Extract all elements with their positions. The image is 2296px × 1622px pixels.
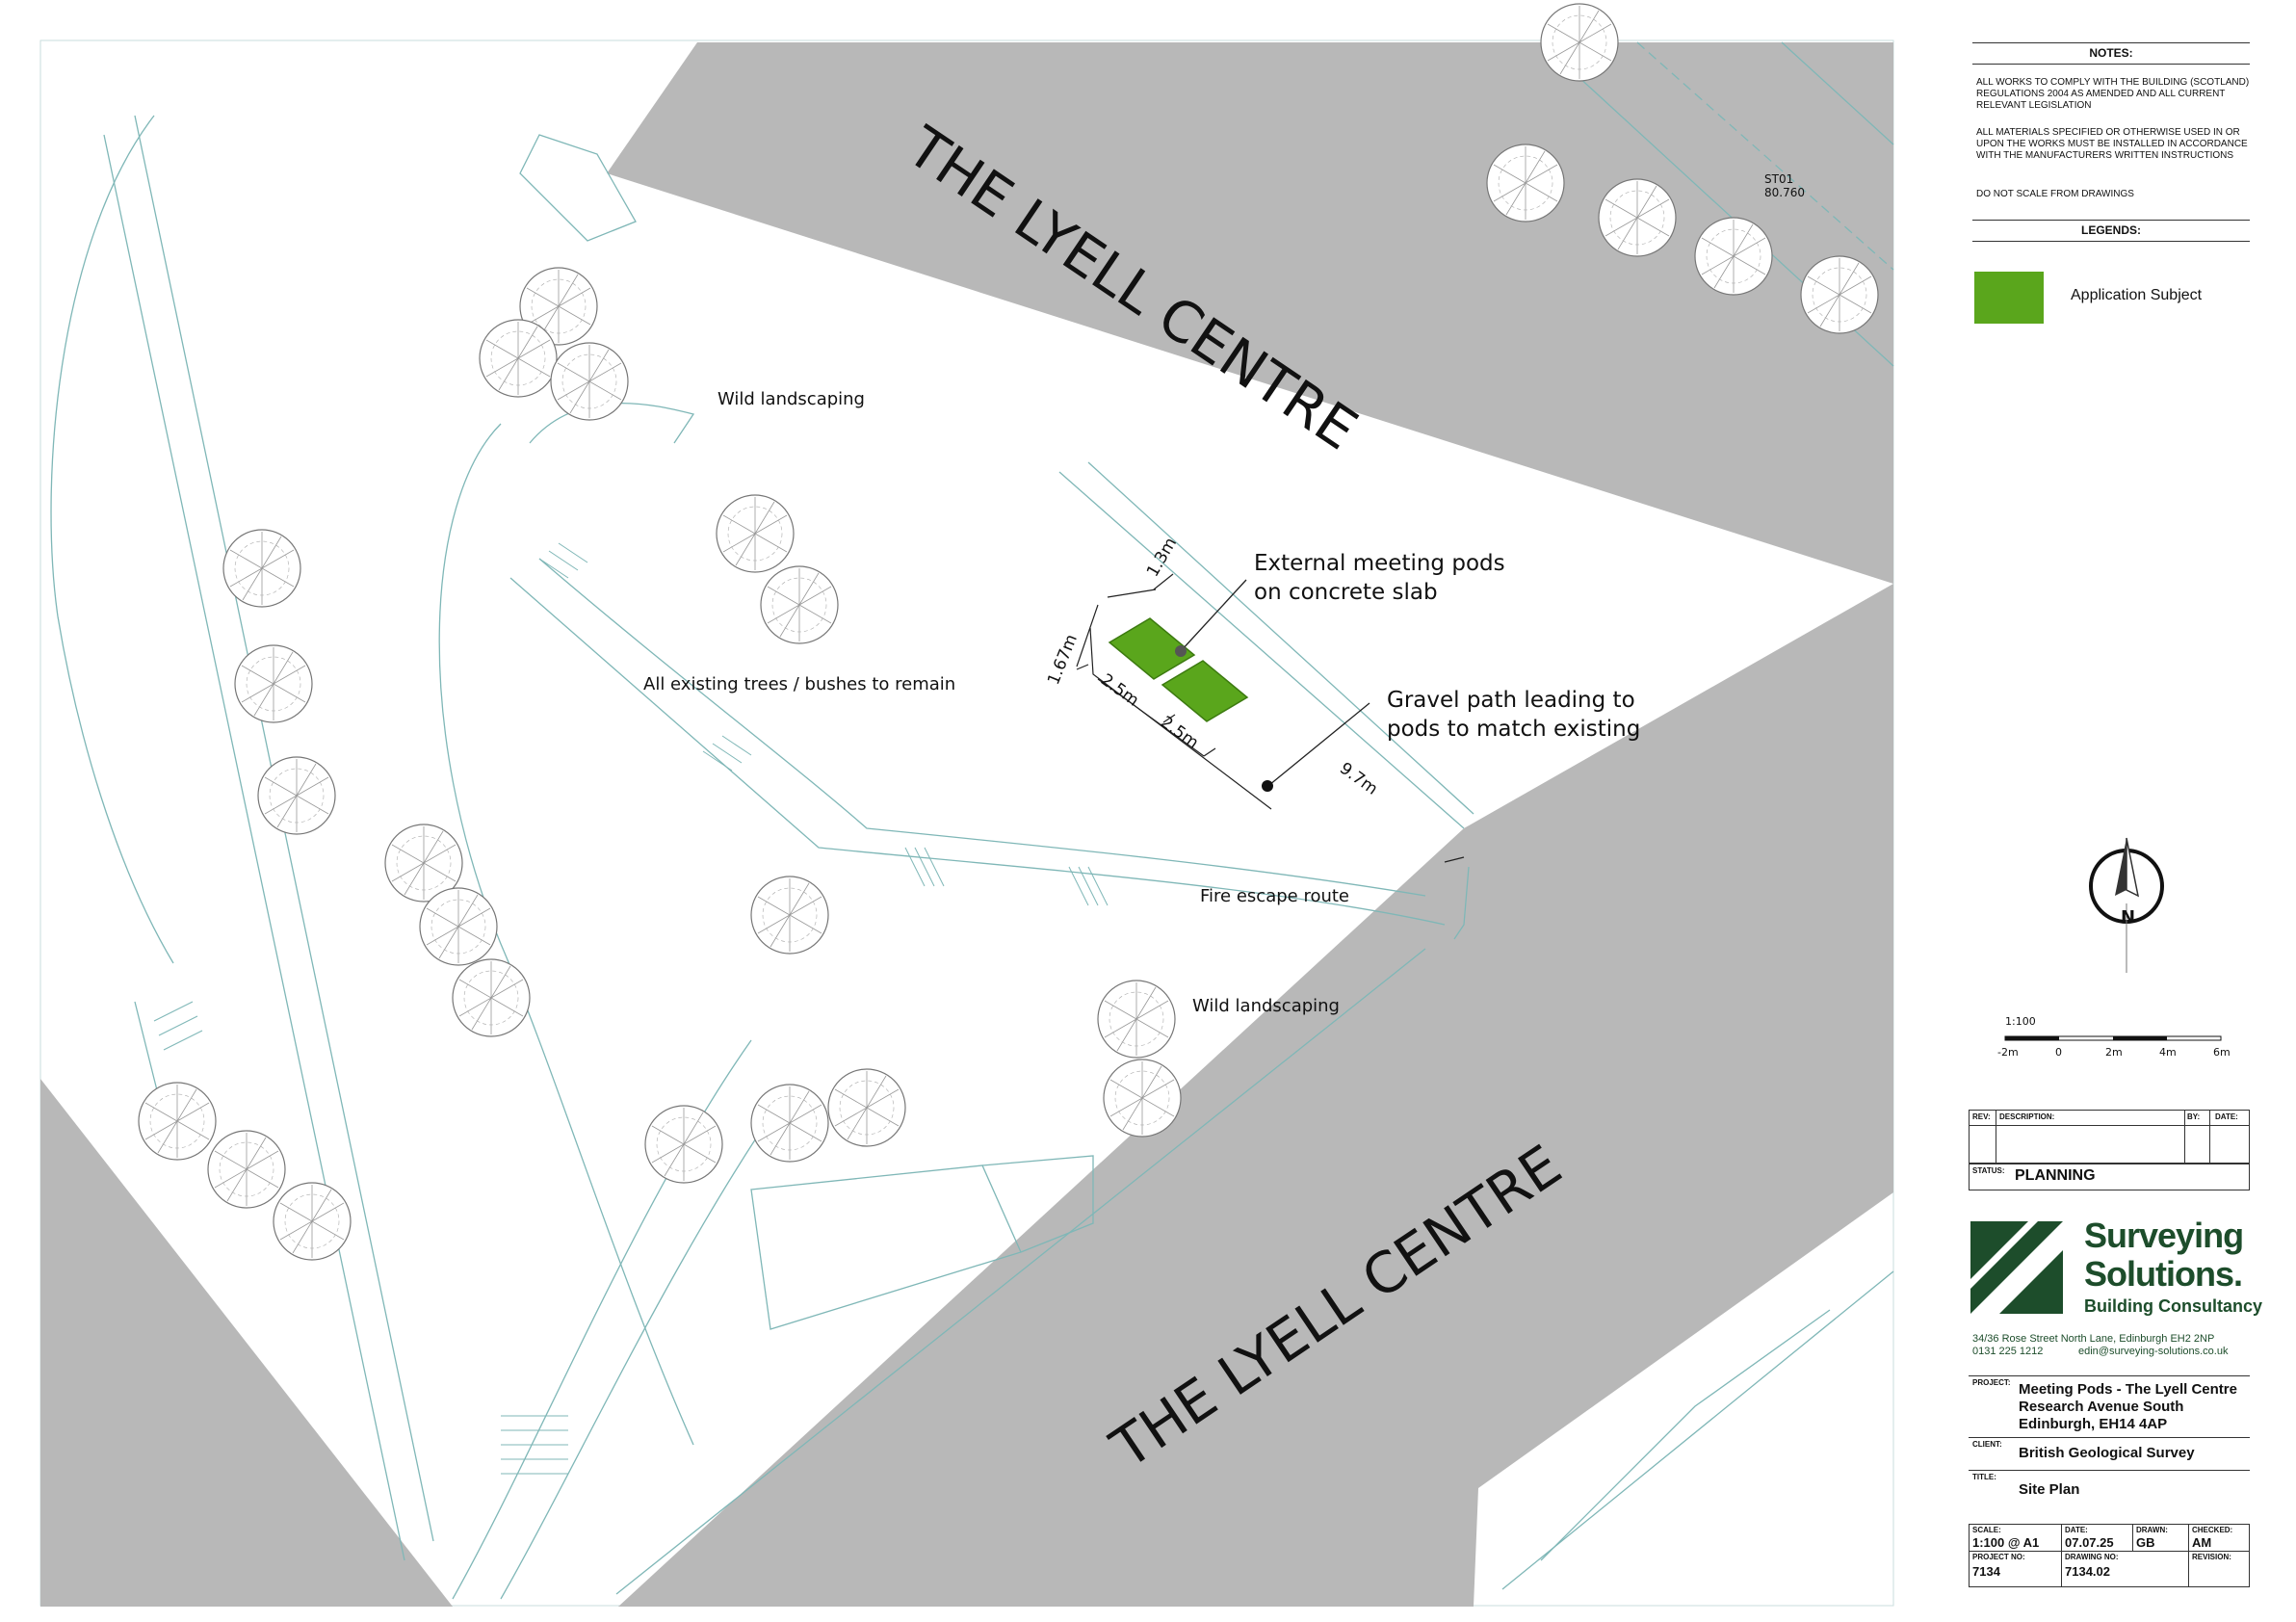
dimension-9-7m: 9.7m [1336, 759, 1381, 799]
drawing-info-grid [1969, 1524, 2250, 1587]
drawn-field-label: DRAWN: [2136, 1526, 2168, 1534]
revision-table-header-rule [1969, 1125, 2250, 1126]
note-1: ALL WORKS TO COMPLY WITH THE BUILDING (S… [1976, 77, 2250, 111]
scale-bar: 1:100 -2m 0 2m 4m 6m [1997, 1015, 2231, 1059]
scale-tick-neg2: -2m [1997, 1046, 2019, 1059]
north-arrow-icon: N [2089, 837, 2164, 973]
notes-heading: NOTES: [2089, 46, 2133, 60]
revision-col-rule-3 [2209, 1110, 2210, 1164]
dimension-lines [1076, 573, 1465, 863]
project-label: PROJECT: [1972, 1378, 2011, 1387]
dimension-2-5m-b: 2.5m [1157, 713, 1202, 753]
scale-tick-0: 0 [2055, 1046, 2062, 1059]
client-rule [1969, 1437, 2250, 1438]
revision-label: REVISION: [2192, 1553, 2231, 1561]
legends-heading: LEGENDS: [2080, 223, 2141, 237]
checked-field-label: CHECKED: [2192, 1526, 2233, 1534]
project-no-value: 7134 [1972, 1564, 2000, 1579]
steps [153, 542, 1109, 1475]
company-tagline: Building Consultancy [2084, 1296, 2263, 1316]
project-line-2: Research Avenue South [2019, 1399, 2184, 1415]
meeting-pod-1 [1108, 617, 1196, 680]
north-letter: N [2121, 907, 2135, 928]
revision-col-rule-2 [2184, 1110, 2185, 1164]
neighbour-building [40, 1079, 453, 1607]
company-email: edin@surveying-solutions.co.uk [2078, 1346, 2229, 1357]
title-value: Site Plan [2019, 1481, 2080, 1498]
checked-field-value: AM [2192, 1535, 2212, 1550]
leaders [1180, 579, 1370, 786]
revision-table [1969, 1110, 2250, 1164]
note-2: ALL MATERIALS SPECIFIED OR OTHERWISE USE… [1976, 127, 2248, 161]
date-field-value: 07.07.25 [2065, 1535, 2114, 1550]
company-logo-icon [1970, 1221, 2063, 1314]
status-box [1969, 1164, 2250, 1190]
info-grid-mid-rule [1969, 1551, 2250, 1552]
label-fire-escape: Fire escape route [1200, 886, 1349, 906]
client-value: British Geological Survey [2019, 1445, 2195, 1461]
site-linework [50, 41, 1894, 1600]
legends-rule [1972, 241, 2250, 242]
label-existing-trees: All existing trees / bushes to remain [643, 674, 955, 694]
rev-header: REV: [1972, 1112, 1991, 1121]
company-name-line1: Surveying [2084, 1216, 2244, 1255]
drawn-field-value: GB [2136, 1535, 2155, 1550]
date-field-label: DATE: [2065, 1526, 2088, 1534]
drawing-no-label: DRAWING NO: [2065, 1553, 2119, 1561]
company-phone: 0131 225 1212 [1972, 1346, 2044, 1357]
scale-field-value: 1:100 @ A1 [1972, 1535, 2040, 1550]
status-value: PLANNING [2015, 1167, 2096, 1184]
info-col-rule-2 [2132, 1524, 2133, 1551]
gravel-leader-dot [1262, 780, 1273, 792]
notes-rule [1972, 64, 2250, 65]
client-label: CLIENT: [1972, 1440, 2002, 1449]
dimension-2-5m-a: 2.5m [1097, 670, 1142, 711]
note-3: DO NOT SCALE FROM DRAWINGS [1976, 189, 2134, 199]
pods-leader-dot [1175, 645, 1187, 657]
company-address: 34/36 Rose Street North Lane, Edinburgh … [1972, 1333, 2215, 1345]
description-header: DESCRIPTION: [1999, 1112, 2055, 1121]
survey-station-id: ST01 [1764, 172, 1793, 186]
project-no-label: PROJECT NO: [1972, 1553, 2025, 1561]
lyell-centre-building-bottom [618, 584, 1893, 1607]
status-label: STATUS: [1972, 1166, 2005, 1175]
by-header: BY: [2187, 1112, 2201, 1121]
title-label: TITLE: [1972, 1473, 1996, 1481]
survey-station-level: 80.760 [1764, 186, 1805, 199]
label-wild-landscaping-bottom: Wild landscaping [1192, 996, 1340, 1016]
scale-tick-4: 4m [2159, 1046, 2177, 1059]
label-pods-line1: External meeting pods [1254, 551, 1505, 576]
drawing-no-value: 7134.02 [2065, 1564, 2110, 1579]
project-rule [1969, 1375, 2250, 1376]
label-gravel-line2: pods to match existing [1387, 717, 1640, 742]
meeting-pod-2 [1161, 660, 1249, 722]
scale-field-label: SCALE: [1972, 1526, 2001, 1534]
scale-tick-6: 6m [2213, 1046, 2231, 1059]
scale-bar-title: 1:100 [2005, 1015, 2036, 1028]
scale-tick-2: 2m [2105, 1046, 2123, 1059]
dimension-1-67m: 1.67m [1044, 632, 1082, 688]
project-line-3: Edinburgh, EH14 4AP [2019, 1416, 2168, 1432]
info-col-rule-3 [2188, 1524, 2189, 1587]
date-header: DATE: [2215, 1112, 2238, 1121]
legends-top-rule [1972, 220, 2250, 221]
label-pods-line2: on concrete slab [1254, 580, 1438, 605]
label-gravel-line1: Gravel path leading to [1387, 688, 1635, 713]
project-line-1: Meeting Pods - The Lyell Centre [2019, 1381, 2237, 1398]
legend-label-application-subject: Application Subject [2071, 287, 2203, 303]
legend-swatch-application-subject [1974, 272, 2044, 324]
lyell-centre-building-top [607, 42, 1893, 584]
title-rule [1969, 1470, 2250, 1471]
label-wild-landscaping-top: Wild landscaping [718, 389, 865, 409]
info-col-rule-1 [2061, 1524, 2062, 1587]
notes-top-rule [1972, 42, 2250, 43]
company-name-line2: Solutions. [2084, 1254, 2243, 1294]
